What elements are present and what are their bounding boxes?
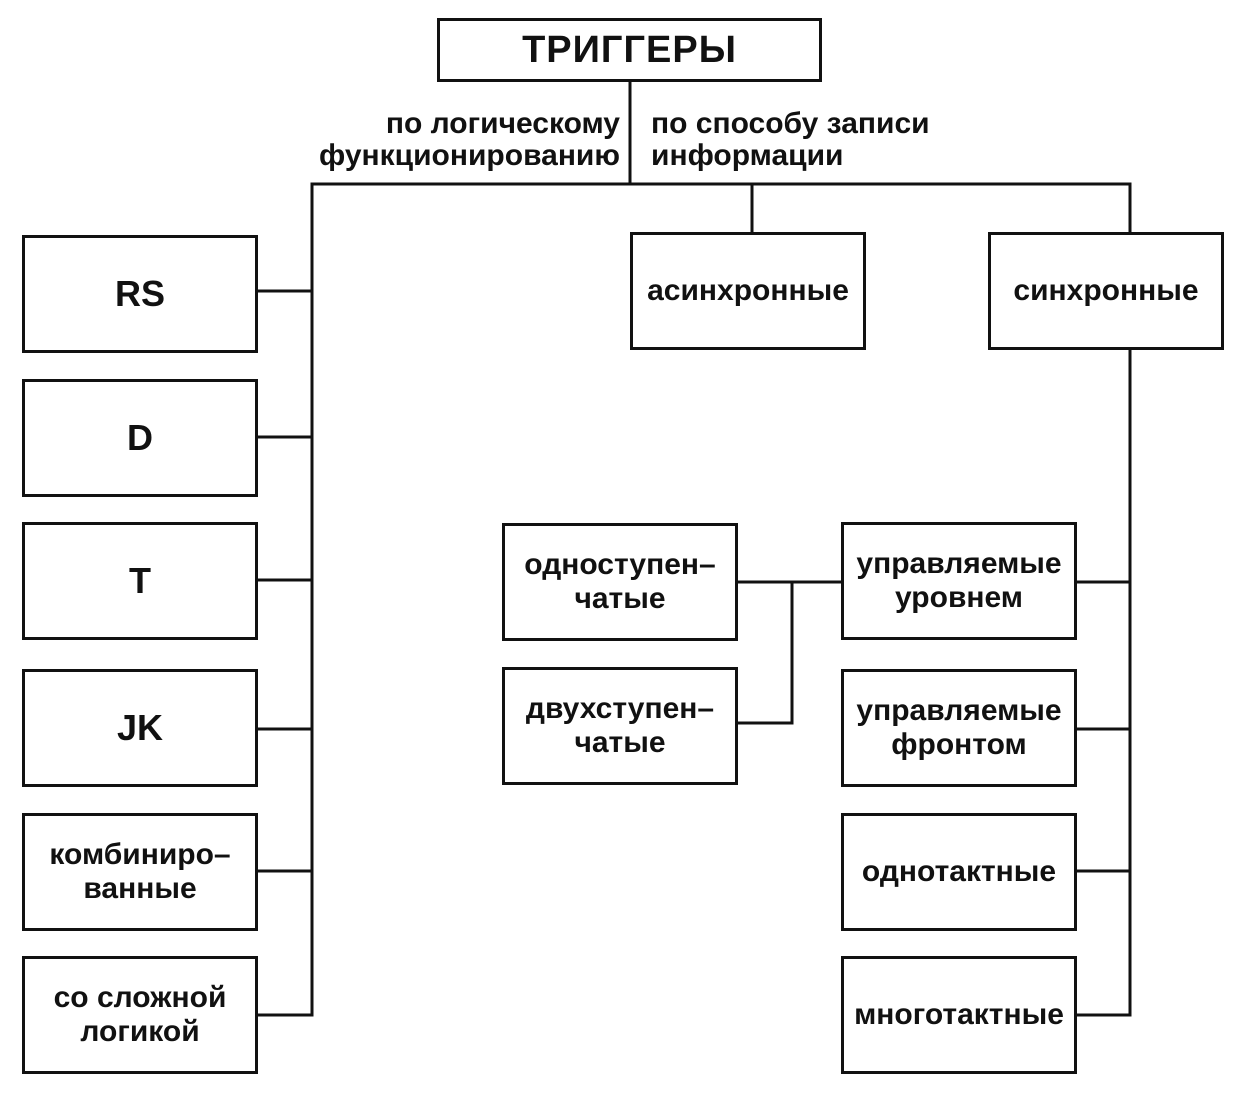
- root-label: ТРИГГЕРЫ: [522, 29, 737, 71]
- node-label: однотактные: [861, 855, 1057, 888]
- branch-label-logic: по логическому функционированию: [318, 107, 620, 172]
- node-multi-clock: многотактные: [841, 956, 1077, 1074]
- node-label: D: [127, 417, 153, 458]
- node-level-controlled: управляемые уровнем: [841, 522, 1077, 640]
- node-jk: JK: [22, 669, 258, 787]
- node-async: асинхронные: [630, 232, 866, 350]
- node-sync: синхронные: [988, 232, 1224, 350]
- node-label: со сложной логикой: [53, 981, 227, 1048]
- node-two-stage: двухступен– чатые: [502, 667, 738, 785]
- node-label: RS: [114, 273, 165, 314]
- node-combined: комбиниро– ванные: [22, 813, 258, 931]
- root-node-triggers: ТРИГГЕРЫ: [437, 18, 822, 82]
- node-t: T: [22, 522, 258, 640]
- node-label: одноступен– чатые: [524, 548, 716, 615]
- node-label: JK: [116, 707, 164, 748]
- node-label: двухступен– чатые: [525, 692, 715, 759]
- node-complex-logic: со сложной логикой: [22, 956, 258, 1074]
- node-single-stage: одноступен– чатые: [502, 523, 738, 641]
- node-d: D: [22, 379, 258, 497]
- node-label: управляемые уровнем: [856, 547, 1062, 614]
- node-label: асинхронные: [647, 274, 849, 307]
- node-label: синхронные: [1013, 274, 1199, 307]
- node-label: управляемые фронтом: [856, 694, 1062, 761]
- node-single-clock: однотактные: [841, 813, 1077, 931]
- branch-label-write: по способу записи информации: [651, 107, 930, 172]
- node-label: комбиниро– ванные: [49, 838, 231, 905]
- node-label: многотактные: [854, 998, 1064, 1031]
- node-label: T: [129, 560, 151, 601]
- node-edge-controlled: управляемые фронтом: [841, 669, 1077, 787]
- node-rs: RS: [22, 235, 258, 353]
